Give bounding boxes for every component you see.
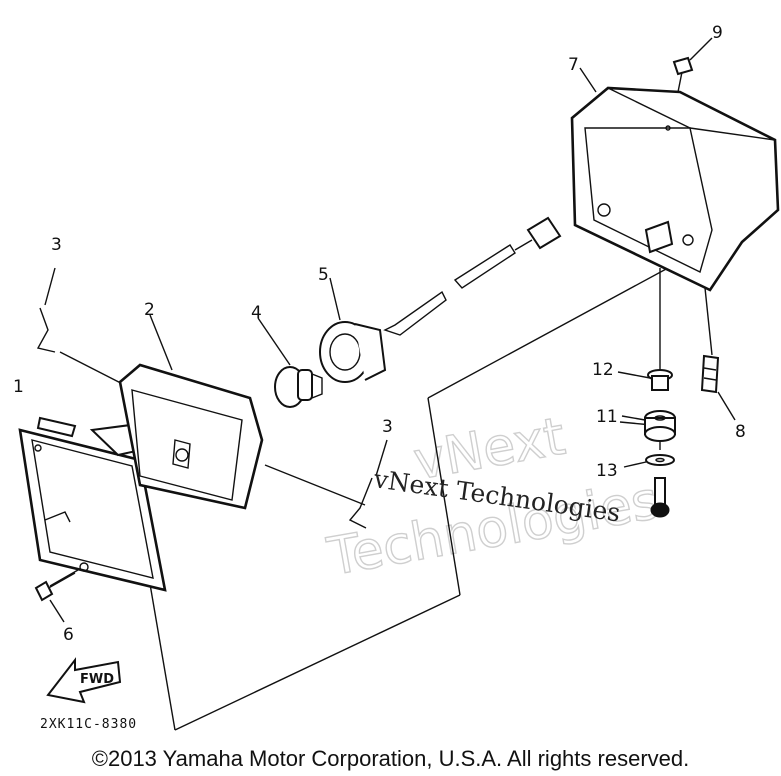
- callout-4: 4: [251, 303, 262, 323]
- part-screw-9: [672, 37, 713, 93]
- fwd-label: FWD: [80, 672, 114, 687]
- callout-5: 5: [318, 265, 329, 285]
- part-bolt: [650, 477, 670, 518]
- callout-9: 9: [712, 23, 723, 43]
- copyright-notice: ©2013 Yamaha Motor Corporation, U.S.A. A…: [91, 746, 690, 771]
- callout-11: 11: [596, 407, 618, 427]
- part-grommet-11: [644, 410, 676, 442]
- callout-2: 2: [144, 300, 155, 320]
- callout-3-upper: 3: [51, 235, 62, 255]
- part-spring-clip-lower: [348, 439, 388, 529]
- callout-3-lower: 3: [382, 417, 393, 437]
- part-washer-13: [645, 454, 675, 466]
- callout-leaders-right: [617, 371, 651, 468]
- part-screw-8: [700, 354, 736, 421]
- callout-13: 13: [596, 461, 618, 481]
- fwd-arrow: FWD: [46, 657, 122, 704]
- callout-6: 6: [63, 625, 74, 645]
- part-screw-6: [34, 569, 79, 623]
- part-code: 2XK11C-8380: [40, 717, 137, 732]
- part-housing: [570, 67, 780, 292]
- part-lens-unit: [118, 314, 264, 510]
- part-socket: [319, 216, 562, 383]
- callout-8: 8: [735, 422, 746, 442]
- part-collar-12: [647, 369, 673, 391]
- callout-1: 1: [13, 377, 24, 397]
- part-bulb: [257, 317, 323, 408]
- part-spring-clip-upper: [36, 267, 56, 353]
- callout-12: 12: [592, 360, 614, 380]
- callout-7: 7: [568, 55, 579, 75]
